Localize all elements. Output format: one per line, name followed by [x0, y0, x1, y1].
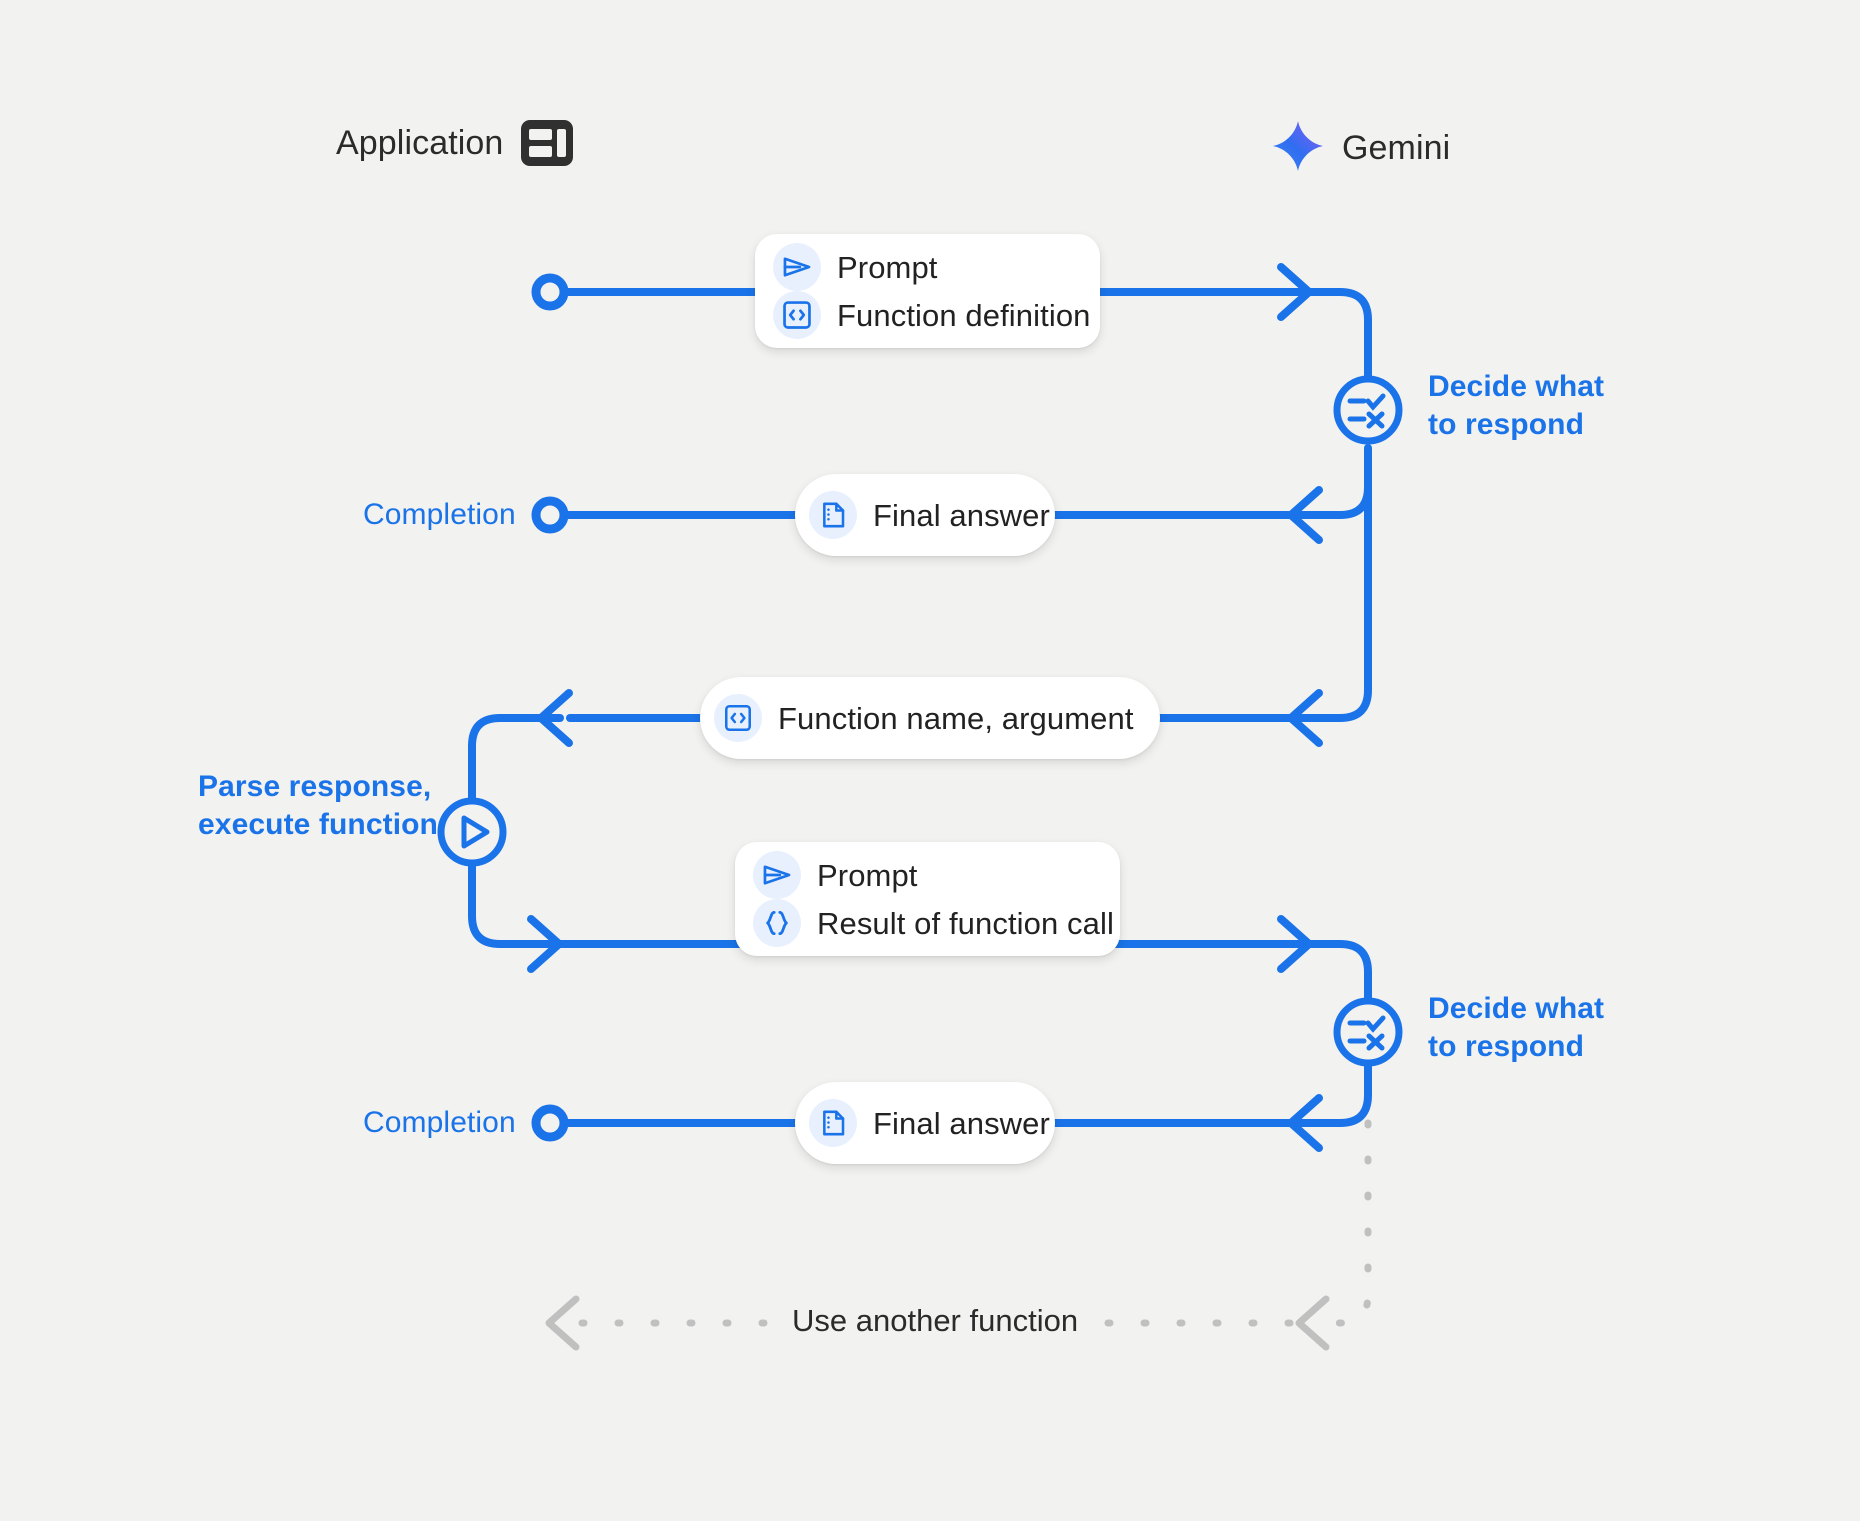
document-icon [809, 491, 857, 539]
message-label: Prompt [837, 249, 938, 285]
message-label: Prompt [817, 857, 918, 893]
message-label: Final answer [873, 1105, 1050, 1141]
message-row: Prompt [773, 243, 1072, 291]
message-card-request-2[interactable]: Prompt Result of function call [735, 842, 1120, 956]
message-row: Function name, argument [714, 692, 1133, 744]
arrowhead-response-2-app [537, 689, 573, 747]
message-label: Function definition [837, 297, 1091, 333]
completion-1-endpoint-circle [531, 496, 569, 534]
gemini-lane-title: Gemini [1342, 129, 1451, 167]
arrowhead-response-2-gem [1287, 689, 1323, 747]
decide-node-1 [1333, 375, 1403, 445]
message-card-response-1[interactable]: Final answer [795, 474, 1055, 556]
message-card-request-1[interactable]: Prompt Function definition [755, 234, 1100, 348]
annotation-completion-1: Completion [363, 498, 516, 531]
parse-execute-node [437, 797, 507, 867]
application-lane-title: Application [336, 123, 504, 162]
message-label: Final answer [873, 497, 1050, 533]
gemini-sparkle-icon [1272, 120, 1324, 177]
decide-node-2 [1333, 997, 1403, 1067]
document-icon [809, 1099, 857, 1147]
send-icon [753, 851, 801, 899]
flow-parse-bend-out [468, 861, 554, 948]
lane-header-application: Application [336, 120, 574, 166]
dashed-return-vertical [1307, 1119, 1372, 1327]
start-endpoint-circle [531, 273, 569, 311]
message-row: Function definition [773, 291, 1090, 339]
flow-response-1-bend [1296, 483, 1372, 519]
message-row: Final answer [809, 489, 1050, 541]
send-icon [773, 243, 821, 291]
arrowhead-request-2 [1277, 915, 1313, 973]
message-row: Prompt [753, 851, 1092, 899]
message-card-response-2[interactable]: Function name, argument [700, 677, 1160, 759]
annotation-parse-execute: Parse response, execute function [198, 770, 438, 842]
label-use-another-function: Use another function [776, 1303, 1095, 1339]
dashed-arrowhead-gemini [1295, 1295, 1330, 1351]
completion-2-endpoint-circle [531, 1104, 569, 1142]
curly-braces-icon [753, 899, 801, 947]
message-label: Function name, argument [778, 700, 1134, 736]
arrowhead-response-1 [1287, 486, 1323, 544]
code-brackets-icon [714, 694, 762, 742]
message-row: Result of function call [753, 899, 1114, 947]
flow-parse-bend-in [468, 714, 564, 804]
flow-gemini-trunk-1 [1296, 444, 1372, 722]
dashed-arrowhead-application [545, 1295, 580, 1351]
annotation-decide-1: Decide what to respond [1428, 370, 1605, 442]
annotation-decide-2: Decide what to respond [1428, 992, 1605, 1064]
arrowhead-request-1 [1277, 263, 1313, 321]
message-card-response-3[interactable]: Final answer [795, 1082, 1055, 1164]
arrowhead-request-2-app [527, 915, 563, 973]
flow-gemini-bend-2 [1296, 940, 1372, 1004]
lane-header-gemini: Gemini [1272, 120, 1450, 177]
flow-response-3-bend [1296, 1059, 1372, 1127]
message-label: Result of function call [817, 905, 1114, 941]
annotation-completion-2: Completion [363, 1106, 516, 1139]
code-brackets-icon [773, 291, 821, 339]
application-window-icon [521, 120, 574, 166]
arrowhead-response-3-gem [1287, 1094, 1323, 1152]
flow-gemini-bend-1 [1296, 288, 1372, 389]
message-row: Final answer [809, 1097, 1050, 1149]
